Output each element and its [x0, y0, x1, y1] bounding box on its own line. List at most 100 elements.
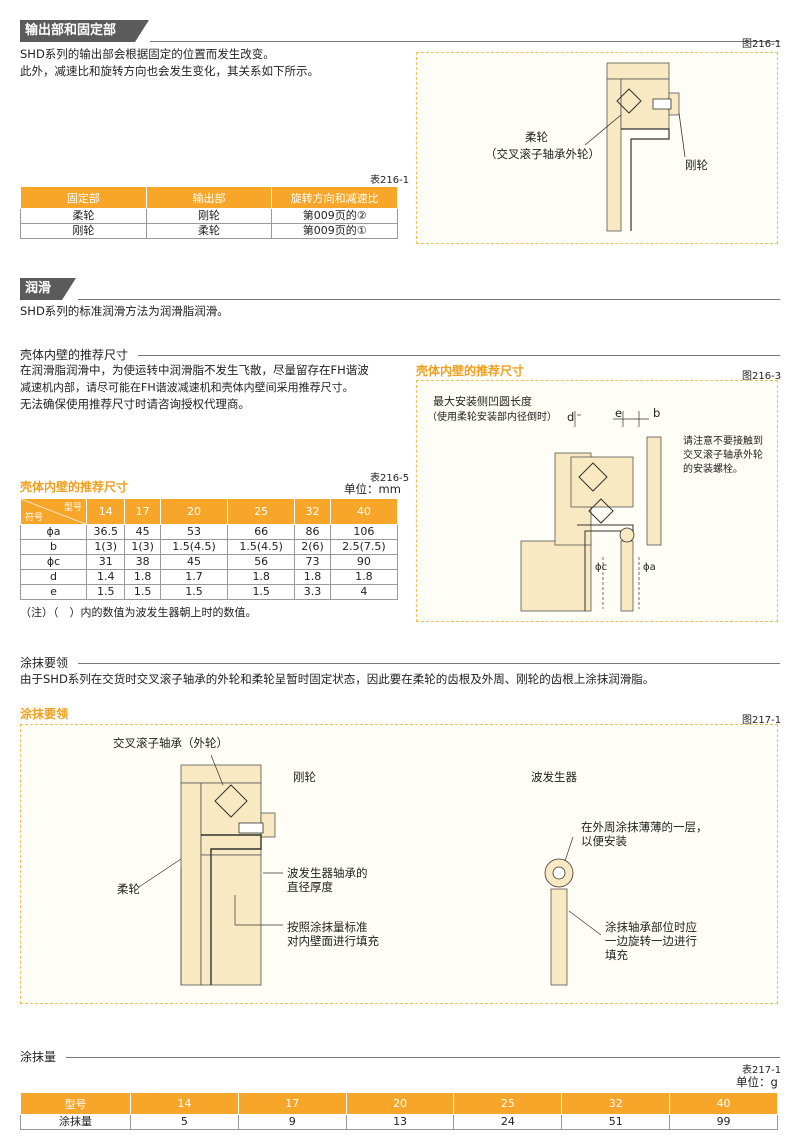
table-row: e 1.5 1.5 1.5 1.5 3.3 4 [20, 584, 399, 600]
label-fill-1: 按照涂抹量标准 [287, 920, 368, 934]
table-header: 40 [669, 1092, 778, 1115]
label-thin-coat-1: 在外周涂抹薄薄的一层， [581, 820, 708, 834]
table-cell: 1.8 [329, 569, 399, 585]
table-row: 刚轮 柔轮 第009页的① [20, 223, 398, 239]
grease-amount-table: 型号 14 17 20 25 32 40 涂抹量 5 9 13 24 51 99 [20, 1092, 778, 1130]
label-wg-bearing-2: 直径厚度 [287, 880, 333, 894]
table-cell: 90 [329, 554, 399, 570]
output-fixed-table: 固定部 输出部 旋转方向和减速比 柔轮 刚轮 第009页的② 刚轮 柔轮 第00… [20, 186, 398, 239]
figure-caption: 涂抹要领 [20, 707, 69, 721]
subsection-title: 壳体内壁的推荐尺寸 [20, 348, 129, 362]
table-cell: 106 [329, 524, 399, 540]
table-row: d 1.4 1.8 1.7 1.8 1.8 1.8 [20, 569, 399, 585]
table-cell: 1.8 [227, 569, 296, 585]
figure-216-1: 柔轮 （交叉滚子轴承外轮） 刚轮 [416, 52, 778, 244]
table-cell: 99 [669, 1114, 778, 1130]
table-cell: 86 [294, 524, 331, 540]
table-cell: ϕc [20, 554, 87, 570]
subsection-title: 涂抹要领 [20, 656, 69, 670]
table-caption: 壳体内壁的推荐尺寸 [20, 480, 129, 494]
table-header: 14 [85, 498, 126, 525]
figure-217-1: 交叉滚子轴承（外轮） 刚轮 波发生器 柔轮 波发生器轴承的 直径厚度 按照涂抹量… [20, 724, 778, 1004]
label-phi-c: ϕc [595, 562, 608, 573]
table-cell: 36.5 [85, 524, 126, 540]
table-cell: 1.8 [124, 569, 161, 585]
label-max-length: 最大安装侧凹圆长度 [433, 395, 532, 408]
housing-dimension-table: 型号 符号 14 17 20 25 32 40 ϕa 36.5 45 53 66… [20, 498, 399, 600]
paragraph-line: SHD系列的标准润滑方法为润滑脂润滑。 [20, 304, 229, 318]
table-row: ϕa 36.5 45 53 66 86 106 [20, 524, 399, 540]
table-cell: 1.4 [85, 569, 126, 585]
table-cell: 1(3) [85, 539, 126, 555]
table-cell: 1.5(4.5) [159, 539, 229, 555]
figure-216-3: 最大安装侧凹圆长度 （使用柔轮安装部内径倒时） d e b 请注意不要接触到 交… [416, 380, 778, 622]
table-cell: ϕa [20, 524, 87, 540]
label-b: b [653, 406, 661, 420]
subsection-divider [66, 1057, 780, 1058]
table-cell: 柔轮 [145, 223, 273, 239]
table-cell: 31 [85, 554, 126, 570]
table-header: 20 [159, 498, 229, 525]
label-wave-generator: 波发生器 [531, 770, 577, 784]
section-title: 润滑 [25, 281, 52, 296]
table-id: 表216-1 [370, 175, 410, 186]
figure-id: 图216-3 [742, 371, 782, 382]
table-id: 表216-5 [370, 473, 410, 484]
label-circular-spline: 刚轮 [685, 158, 708, 172]
table-header: 25 [227, 498, 296, 525]
table-note: （注）（ ）内的数值为波发生器朝上时的数值。 [20, 606, 257, 619]
label-phi-a: ϕa [643, 562, 656, 573]
label-d: d [567, 410, 575, 424]
paragraph-line: 在润滑脂润滑中，为使运转中润滑脂不发生飞散，尽量留存在FH谐波 [20, 363, 369, 377]
table-cell: 56 [227, 554, 296, 570]
label-flexspline: 柔轮 [117, 882, 140, 896]
label-rotate-2: 一边旋转一边进行 [605, 934, 697, 948]
table-cell: 66 [227, 524, 296, 540]
table-cell: 1.5 [85, 584, 126, 600]
table-cell: 第009页的② [271, 208, 398, 224]
label-fill-2: 对内壁面进行填充 [287, 934, 379, 948]
table-cell: 第009页的① [271, 223, 398, 239]
housing-diagram [520, 411, 662, 612]
label-rotate-1: 涂抹轴承部位时应 [605, 920, 697, 934]
table-header: 17 [237, 1092, 347, 1115]
table-header: 旋转方向和减速比 [271, 186, 398, 209]
label-wg-bearing-1: 波发生器轴承的 [287, 866, 368, 880]
table-cell: 2(6) [294, 539, 331, 555]
table-header: 40 [329, 498, 399, 525]
table-cell: 涂抹量 [20, 1114, 131, 1130]
table-cell: 53 [159, 524, 229, 540]
table-cell: 13 [345, 1114, 455, 1130]
subsection-divider [138, 355, 780, 356]
table-header: 输出部 [145, 186, 273, 209]
subsection-title: 涂抹量 [20, 1050, 57, 1064]
table-cell: 24 [453, 1114, 563, 1130]
section-header-lubrication: 润滑 [20, 278, 76, 300]
corner-symbol-label: 符号 [25, 513, 44, 523]
table-cell: 38 [124, 554, 161, 570]
table-cell: 1(3) [124, 539, 161, 555]
table-cell: 5 [130, 1114, 239, 1130]
table-header: 32 [294, 498, 331, 525]
section-title: 输出部和固定部 [25, 23, 117, 38]
table-header: 型号 [20, 1092, 131, 1115]
table-cell: d [20, 569, 87, 585]
subsection-divider [78, 663, 780, 664]
label-flexspline-sub: （交叉滚子轴承外轮） [485, 147, 600, 161]
section-header-output: 输出部和固定部 [20, 20, 149, 42]
label-rotate-3: 填充 [605, 948, 628, 962]
corner-model-label: 型号 [63, 503, 82, 513]
figure-id: 图216-1 [742, 39, 782, 50]
section-divider [78, 299, 780, 300]
table-cell: 3.3 [294, 584, 331, 600]
table-header: 20 [345, 1092, 455, 1115]
table-header: 固定部 [20, 186, 147, 209]
table-cell: 4 [329, 584, 399, 600]
table-cell: 1.5(4.5) [227, 539, 296, 555]
table-cell: 1.8 [294, 569, 331, 585]
table-cell: 刚轮 [20, 223, 147, 239]
table-cell: e [20, 584, 87, 600]
table-cell: b [20, 539, 87, 555]
table-row: b 1(3) 1(3) 1.5(4.5) 1.5(4.5) 2(6) 2.5(7… [20, 539, 399, 555]
label-cross-roller-bearing: 交叉滚子轴承（外轮） [113, 736, 228, 750]
